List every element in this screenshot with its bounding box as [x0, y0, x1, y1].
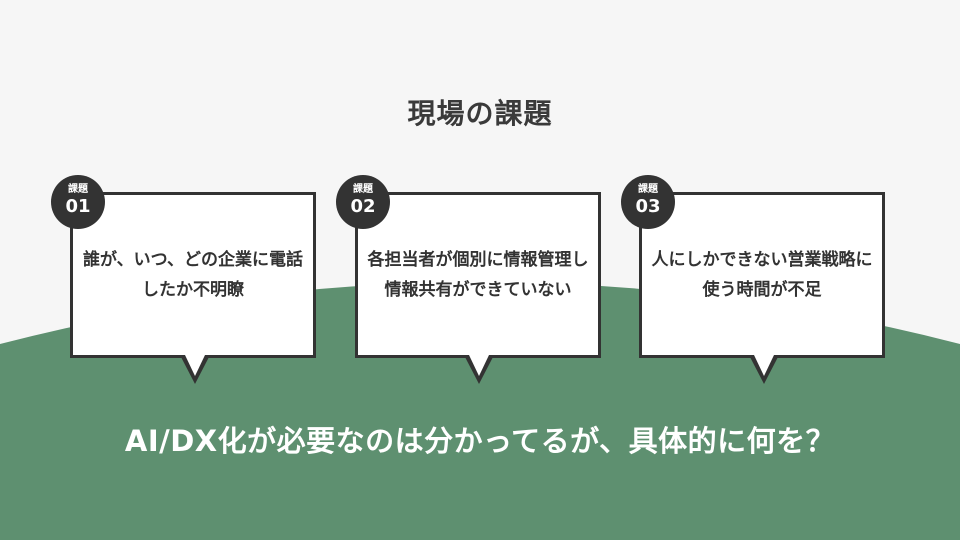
badge-number: 01: [65, 196, 91, 217]
badge-number: 02: [350, 196, 376, 217]
issue-card-text: 各担当者が個別に情報管理し情報共有ができていない: [367, 250, 589, 300]
badge-label: 課題: [68, 184, 88, 195]
conclusion-text: AI/DX化が必要なのは分かってるが、具体的に何を？: [124, 424, 836, 458]
badge-number: 03: [635, 196, 661, 217]
issue-card-03: 人にしかできない営業戦略に使う時間が不足: [639, 192, 885, 358]
page-title: 現場の課題: [407, 97, 553, 130]
issue-card-text: 誰が、いつ、どの企業に電話したか不明瞭: [83, 250, 303, 300]
badge-label: 課題: [353, 184, 373, 195]
issue-badge-01: 課題 01: [51, 175, 105, 229]
badge-label: 課題: [638, 184, 658, 195]
issue-badge-03: 課題 03: [621, 175, 675, 229]
issue-card-text: 人にしかできない営業戦略に使う時間が不足: [651, 250, 873, 300]
issue-card-01: 誰が、いつ、どの企業に電話したか不明瞭: [70, 192, 316, 358]
issue-card-02: 各担当者が個別に情報管理し情報共有ができていない: [355, 192, 601, 358]
issue-badge-02: 課題 02: [336, 175, 390, 229]
